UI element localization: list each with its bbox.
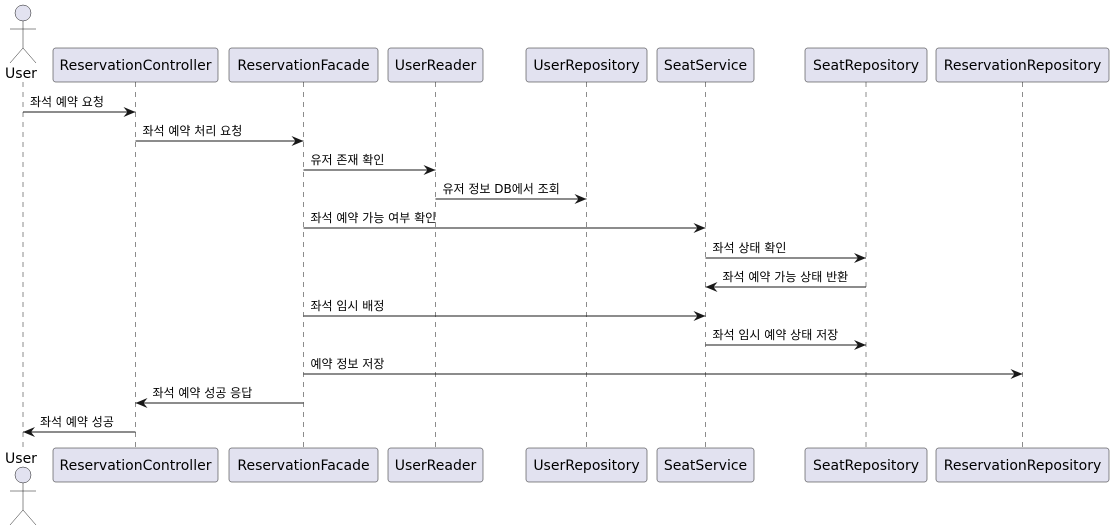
participant-label: ReservationRepository xyxy=(944,458,1102,474)
participant-label: ReservationController xyxy=(60,458,212,474)
participant-box xyxy=(387,47,484,83)
participant-label: ReservationController xyxy=(60,58,212,74)
message-10: 예약 정보 저장 xyxy=(303,356,1023,379)
participant-box xyxy=(525,447,648,483)
message-label: 좌석 임시 배정 xyxy=(311,299,385,313)
participant-label: SeatService xyxy=(664,58,747,74)
message-3: 유저 존재 확인 xyxy=(303,153,436,175)
participant-label: UserReader xyxy=(395,58,477,74)
participant-label: UserRepository xyxy=(533,458,639,474)
user-actor-top-icon xyxy=(9,4,37,64)
lifelines xyxy=(22,82,1023,448)
participant-box xyxy=(935,447,1110,483)
participant-label: SeatRepository xyxy=(813,458,919,474)
participant-reservation-controller-top: ReservationController xyxy=(52,47,219,83)
message-label: 좌석 예약 요청 xyxy=(30,94,104,109)
message-label: 좌석 예약 가능 상태 반환 xyxy=(723,269,849,284)
participant-label: SeatService xyxy=(664,458,747,474)
participant-label: ReservationFacade xyxy=(237,458,369,474)
participant-box xyxy=(656,447,755,483)
participant-box xyxy=(656,47,755,83)
participant-box xyxy=(52,447,219,483)
participant-box xyxy=(804,47,928,83)
participant-user-repository-bottom: UserRepository xyxy=(525,447,648,483)
message-4: 유저 정보 DB에서 조회 xyxy=(435,182,587,204)
participant-label: ReservationFacade xyxy=(237,58,369,74)
message-8: 좌석 임시 배정 xyxy=(303,299,706,321)
message-label: 예약 정보 저장 xyxy=(311,356,385,371)
participant-reservation-repository-bottom: ReservationRepository xyxy=(935,447,1110,483)
participant-label: UserRepository xyxy=(533,58,639,74)
message-7: 좌석 예약 가능 상태 반환 xyxy=(705,269,866,292)
participant-reservation-controller-bottom: ReservationController xyxy=(52,447,219,483)
participant-label: UserReader xyxy=(395,458,477,474)
actor-label-bottom: User xyxy=(5,451,37,467)
user-actor-bottom-icon xyxy=(9,466,37,526)
message-6: 좌석 상태 확인 xyxy=(705,241,866,263)
participant-reservation-facade-bottom: ReservationFacade xyxy=(228,447,379,483)
participant-box xyxy=(387,447,484,483)
message-label: 좌석 예약 성공 xyxy=(40,414,114,429)
message-label: 좌석 임시 예약 상태 저장 xyxy=(713,327,839,342)
message-5: 좌석 예약 가능 여부 확인 xyxy=(303,210,706,233)
message-9: 좌석 임시 예약 상태 저장 xyxy=(705,327,866,350)
participant-seat-service-top: SeatService xyxy=(656,47,755,83)
message-2: 좌석 예약 처리 요청 xyxy=(135,123,304,146)
participant-box xyxy=(935,47,1110,83)
participant-reservation-facade-top: ReservationFacade xyxy=(228,47,379,83)
participant-box xyxy=(804,447,928,483)
message-label: 좌석 예약 처리 요청 xyxy=(143,123,243,138)
actor-label-top: User xyxy=(5,66,37,82)
participants: UserUserReservationControllerReservation… xyxy=(5,4,1110,526)
participant-user-reader-bottom: UserReader xyxy=(387,447,484,483)
participant-seat-repository-top: SeatRepository xyxy=(804,47,928,83)
participant-box xyxy=(228,47,379,83)
message-11: 좌석 예약 성공 응답 xyxy=(135,385,304,408)
participant-user-reader-top: UserReader xyxy=(387,47,484,83)
participant-label: SeatRepository xyxy=(813,58,919,74)
participant-box xyxy=(228,447,379,483)
participant-box xyxy=(525,47,648,83)
message-label: 유저 존재 확인 xyxy=(311,153,385,167)
message-label: 좌석 상태 확인 xyxy=(713,241,787,255)
participant-seat-repository-bottom: SeatRepository xyxy=(804,447,928,483)
message-1: 좌석 예약 요청 xyxy=(23,94,136,117)
participant-label: ReservationRepository xyxy=(944,58,1102,74)
participant-user-repository-top: UserRepository xyxy=(525,47,648,83)
message-label: 좌석 예약 가능 여부 확인 xyxy=(311,210,437,225)
participant-reservation-repository-top: ReservationRepository xyxy=(935,47,1110,83)
message-label: 유저 정보 DB에서 조회 xyxy=(443,182,560,196)
participant-box xyxy=(52,47,219,83)
message-label: 좌석 예약 성공 응답 xyxy=(153,385,253,400)
participant-seat-service-bottom: SeatService xyxy=(656,447,755,483)
message-12: 좌석 예약 성공 xyxy=(23,414,136,437)
